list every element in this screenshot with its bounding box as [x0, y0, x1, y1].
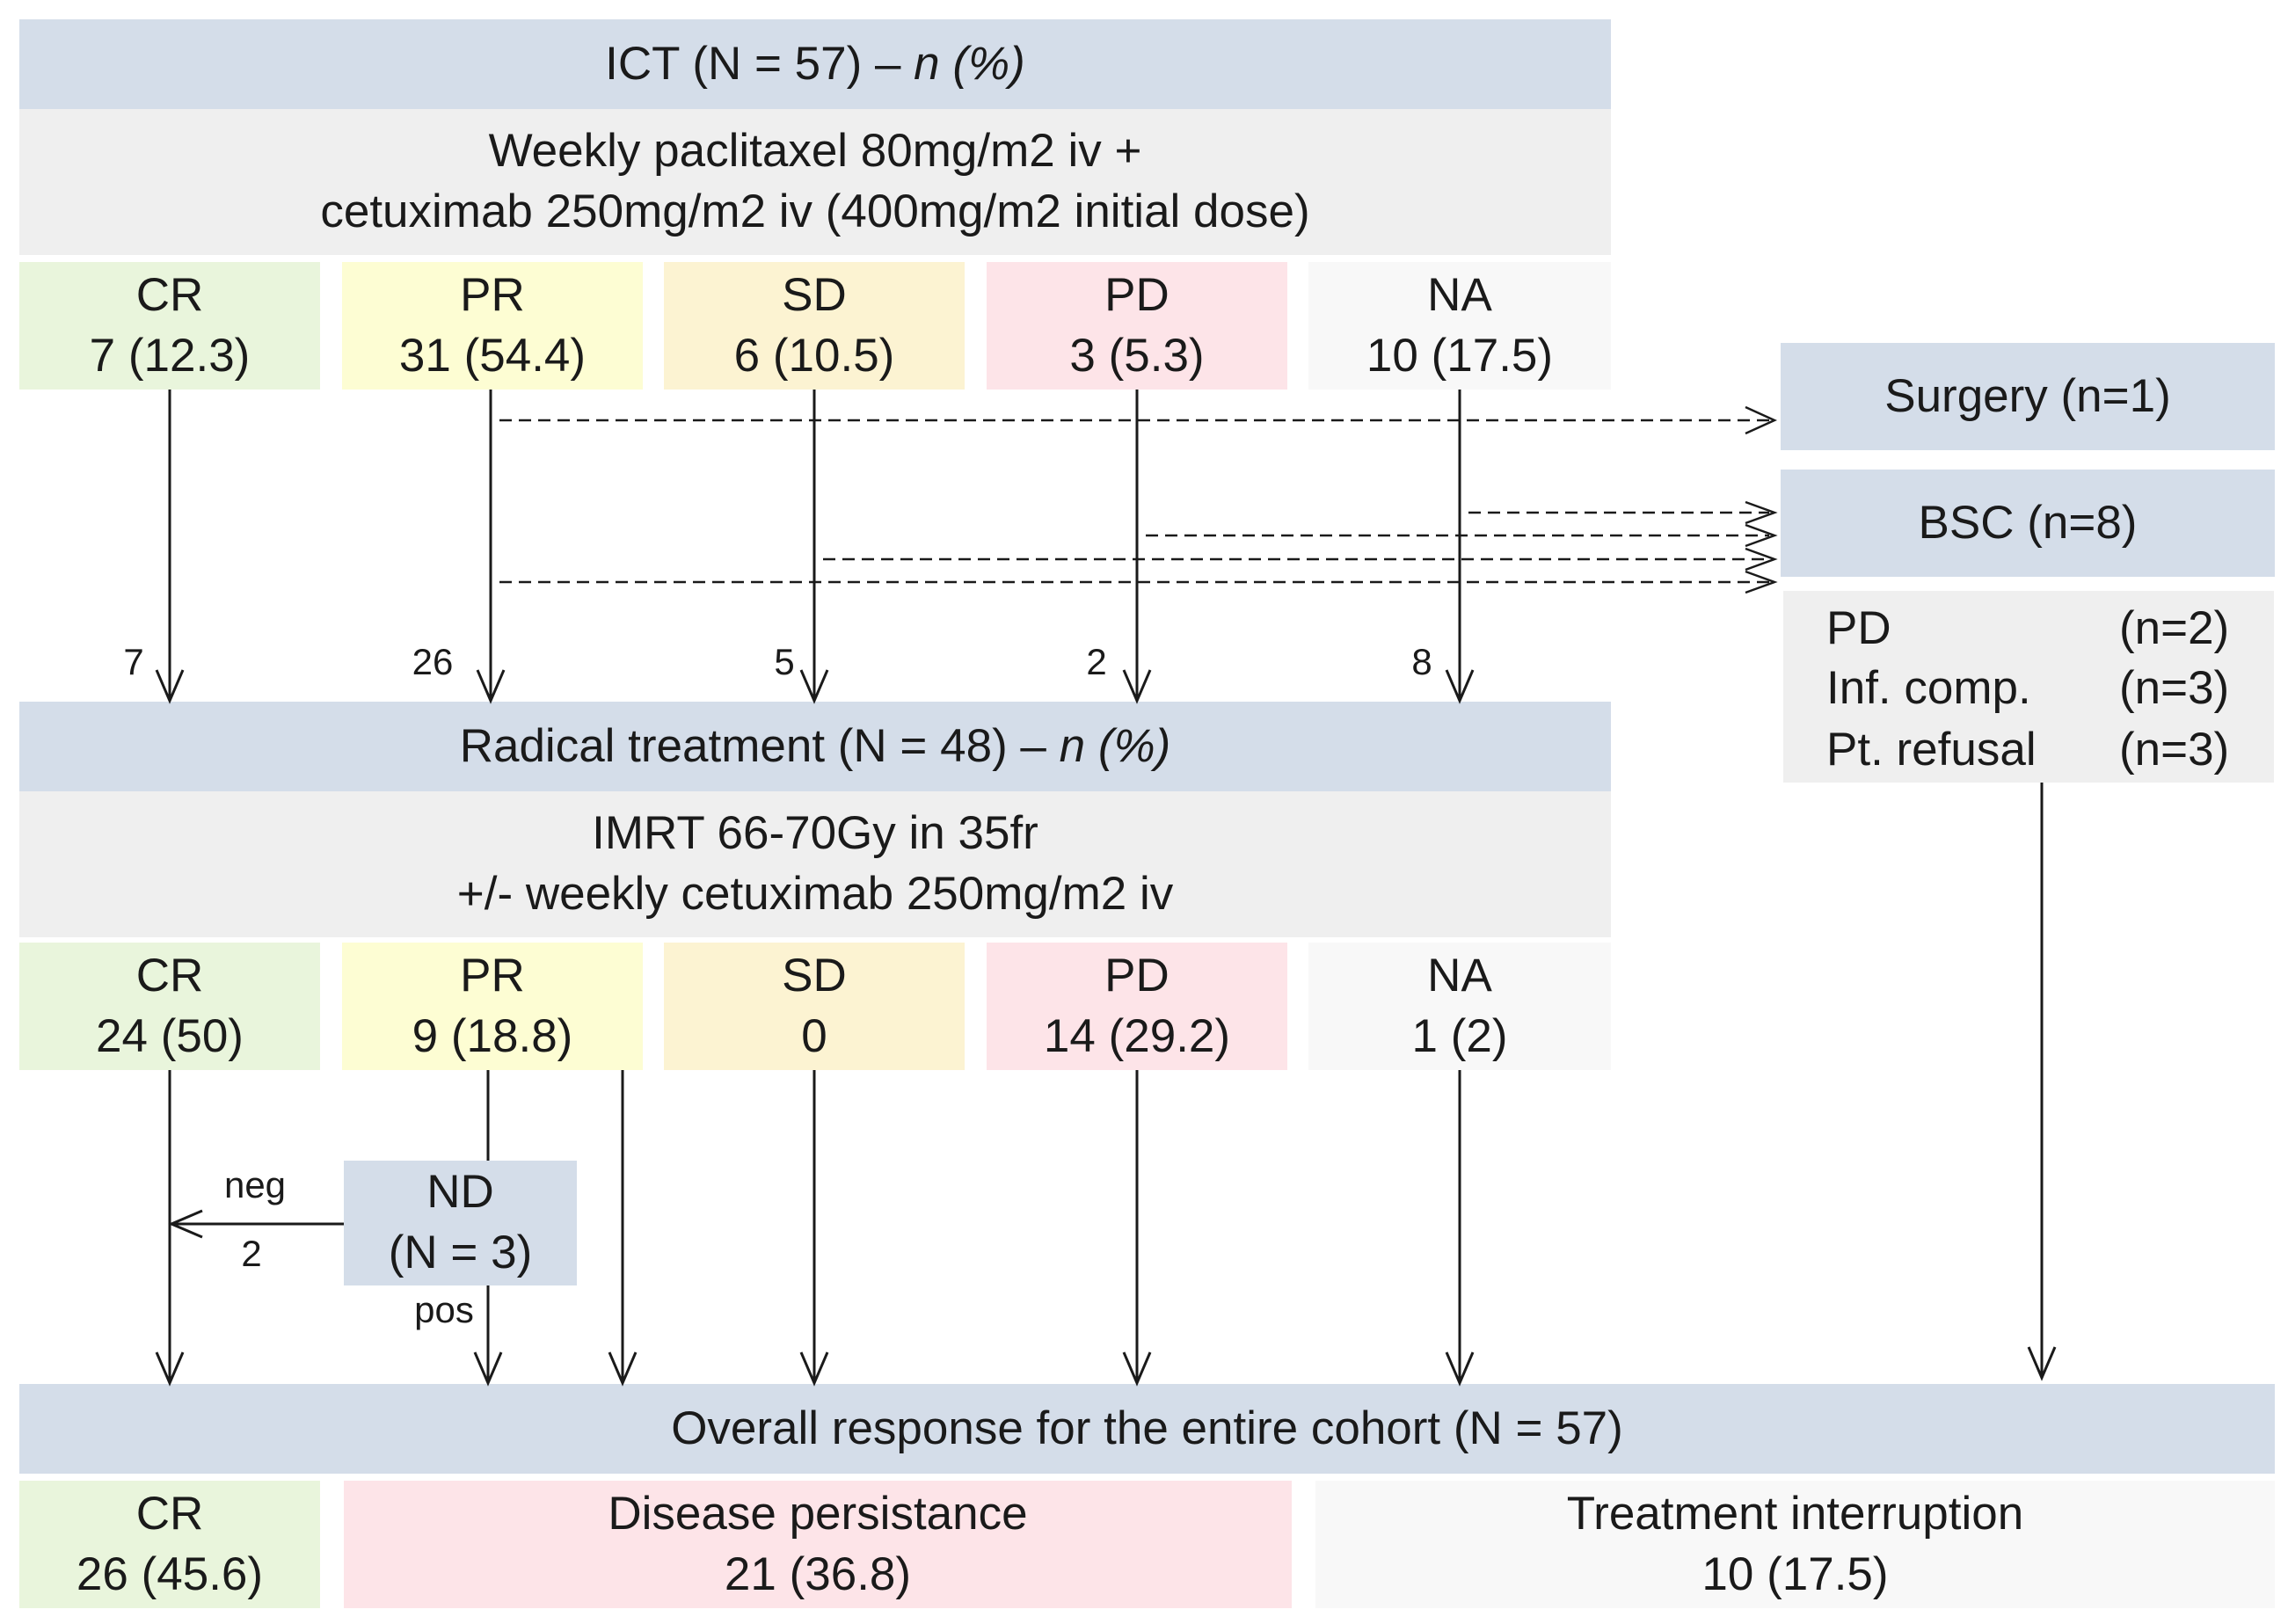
overall-title: Overall response for the entire cohort (… — [671, 1402, 1623, 1454]
arrowhead-nd-neg — [168, 1209, 203, 1239]
ict-regimen-line1: Weekly paclitaxel 80mg/m2 iv + — [488, 125, 1142, 178]
bsc-box: BSC (n=8) — [1781, 470, 2275, 577]
arrowhead-ict-pr — [476, 669, 506, 704]
count-pr-to-radical: 26 — [412, 641, 454, 682]
surgery-box: Surgery (n=1) — [1781, 343, 2275, 450]
bsc-reasons-box — [1783, 591, 2274, 783]
radical-regimen-line1: IMRT 66-70Gy in 35fr — [592, 807, 1038, 860]
arrowhead-radical-pr — [608, 1351, 638, 1387]
radical-title: Radical treatment (N = 48) – n (%) — [459, 719, 1171, 772]
arrowhead-radical-pd — [1122, 1351, 1152, 1387]
dashed-arrowheads — [1745, 405, 1778, 594]
ict-regimen-line2: cetuximab 250mg/m2 iv (400mg/m2 initial … — [320, 186, 1310, 237]
count-na-to-radical: 8 — [1411, 641, 1432, 682]
ict-header: ICT (N = 57) – n (%) — [19, 19, 1611, 109]
arrowhead-radical-na — [1445, 1351, 1475, 1387]
count-sd-to-radical: 5 — [774, 641, 795, 682]
overall-header: Overall response for the entire cohort (… — [19, 1384, 2275, 1474]
arrowhead-radical-cr — [155, 1351, 185, 1387]
nd-neg-label: neg — [223, 1164, 287, 1205]
arrowhead-ict-na — [1445, 669, 1475, 704]
arrowhead-nd-pos — [473, 1351, 503, 1387]
radical-header: Radical treatment (N = 48) – n (%) — [19, 702, 1611, 791]
arrowhead-ict-sd — [799, 669, 829, 704]
reason-refusal-count: (n=3) — [2119, 724, 2230, 776]
radical-regimen-line2: +/- weekly cetuximab 250mg/m2 iv — [456, 868, 1174, 920]
arrowhead-bsc-overall — [2027, 1346, 2057, 1381]
ict-title: ICT (N = 57) – n (%) — [605, 37, 1025, 90]
reason-refusal-label: Pt. refusal — [1826, 724, 2037, 776]
nd-box: ND(N = 3) — [344, 1161, 577, 1285]
count-pd-to-radical: 2 — [1086, 641, 1107, 682]
arrowhead-radical-sd — [799, 1351, 829, 1387]
solid-arrows — [155, 390, 2057, 1387]
radical-regimen: IMRT 66-70Gy in 35fr +/- weekly cetuxima… — [19, 791, 1611, 937]
dashed-arrows — [499, 419, 1769, 584]
count-cr-to-radical: 7 — [123, 641, 144, 682]
arrowhead-ict-cr — [155, 669, 185, 704]
reason-inf-label: Inf. comp. — [1826, 662, 2031, 714]
nd-pos-label: pos — [414, 1289, 474, 1330]
reason-pd-count: (n=2) — [2119, 602, 2230, 654]
ict-regimen: Weekly paclitaxel 80mg/m2 iv + cetuximab… — [19, 109, 1611, 255]
arrowhead-ict-pd — [1122, 669, 1152, 704]
reason-pd-label: PD — [1826, 602, 1891, 654]
nd-neg-count: 2 — [241, 1233, 262, 1274]
reason-inf-count: (n=3) — [2119, 662, 2230, 714]
